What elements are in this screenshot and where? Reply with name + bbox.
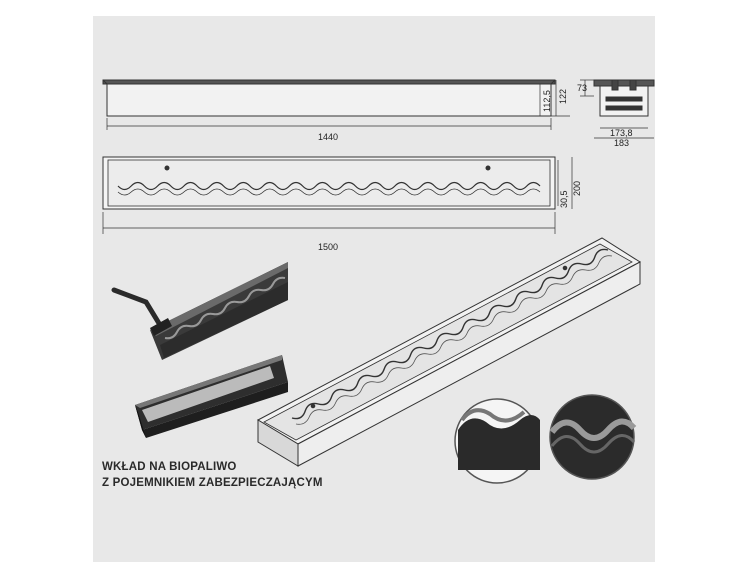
caption-line-1: WKŁAD NA BIOPALIWO xyxy=(102,461,237,473)
dim-side-width-inner: 173,8 xyxy=(610,128,633,138)
isometric-insert-view xyxy=(256,237,641,467)
side-view xyxy=(580,79,655,139)
closeup-left-detail xyxy=(454,398,540,484)
caption-line-2: Z POJEMNIKIEM ZABEZPIECZAJĄCYM xyxy=(102,477,323,489)
front-view xyxy=(102,79,570,130)
dim-height-inner: 112,5 xyxy=(542,90,552,112)
dim-side-height: 73 xyxy=(577,83,587,93)
top-view xyxy=(102,156,573,234)
dim-length-top: 1440 xyxy=(318,132,338,142)
closeup-right-detail xyxy=(549,394,637,480)
burner-detail-view xyxy=(111,262,288,360)
dim-depth: 200 xyxy=(572,181,582,196)
dim-side-width-outer: 183 xyxy=(614,138,629,148)
dim-length-bottom: 1500 xyxy=(318,242,338,252)
dim-wave-offset: 30,5 xyxy=(559,190,569,208)
dim-height-outer: 122 xyxy=(558,89,568,104)
container-box-view xyxy=(135,355,288,438)
